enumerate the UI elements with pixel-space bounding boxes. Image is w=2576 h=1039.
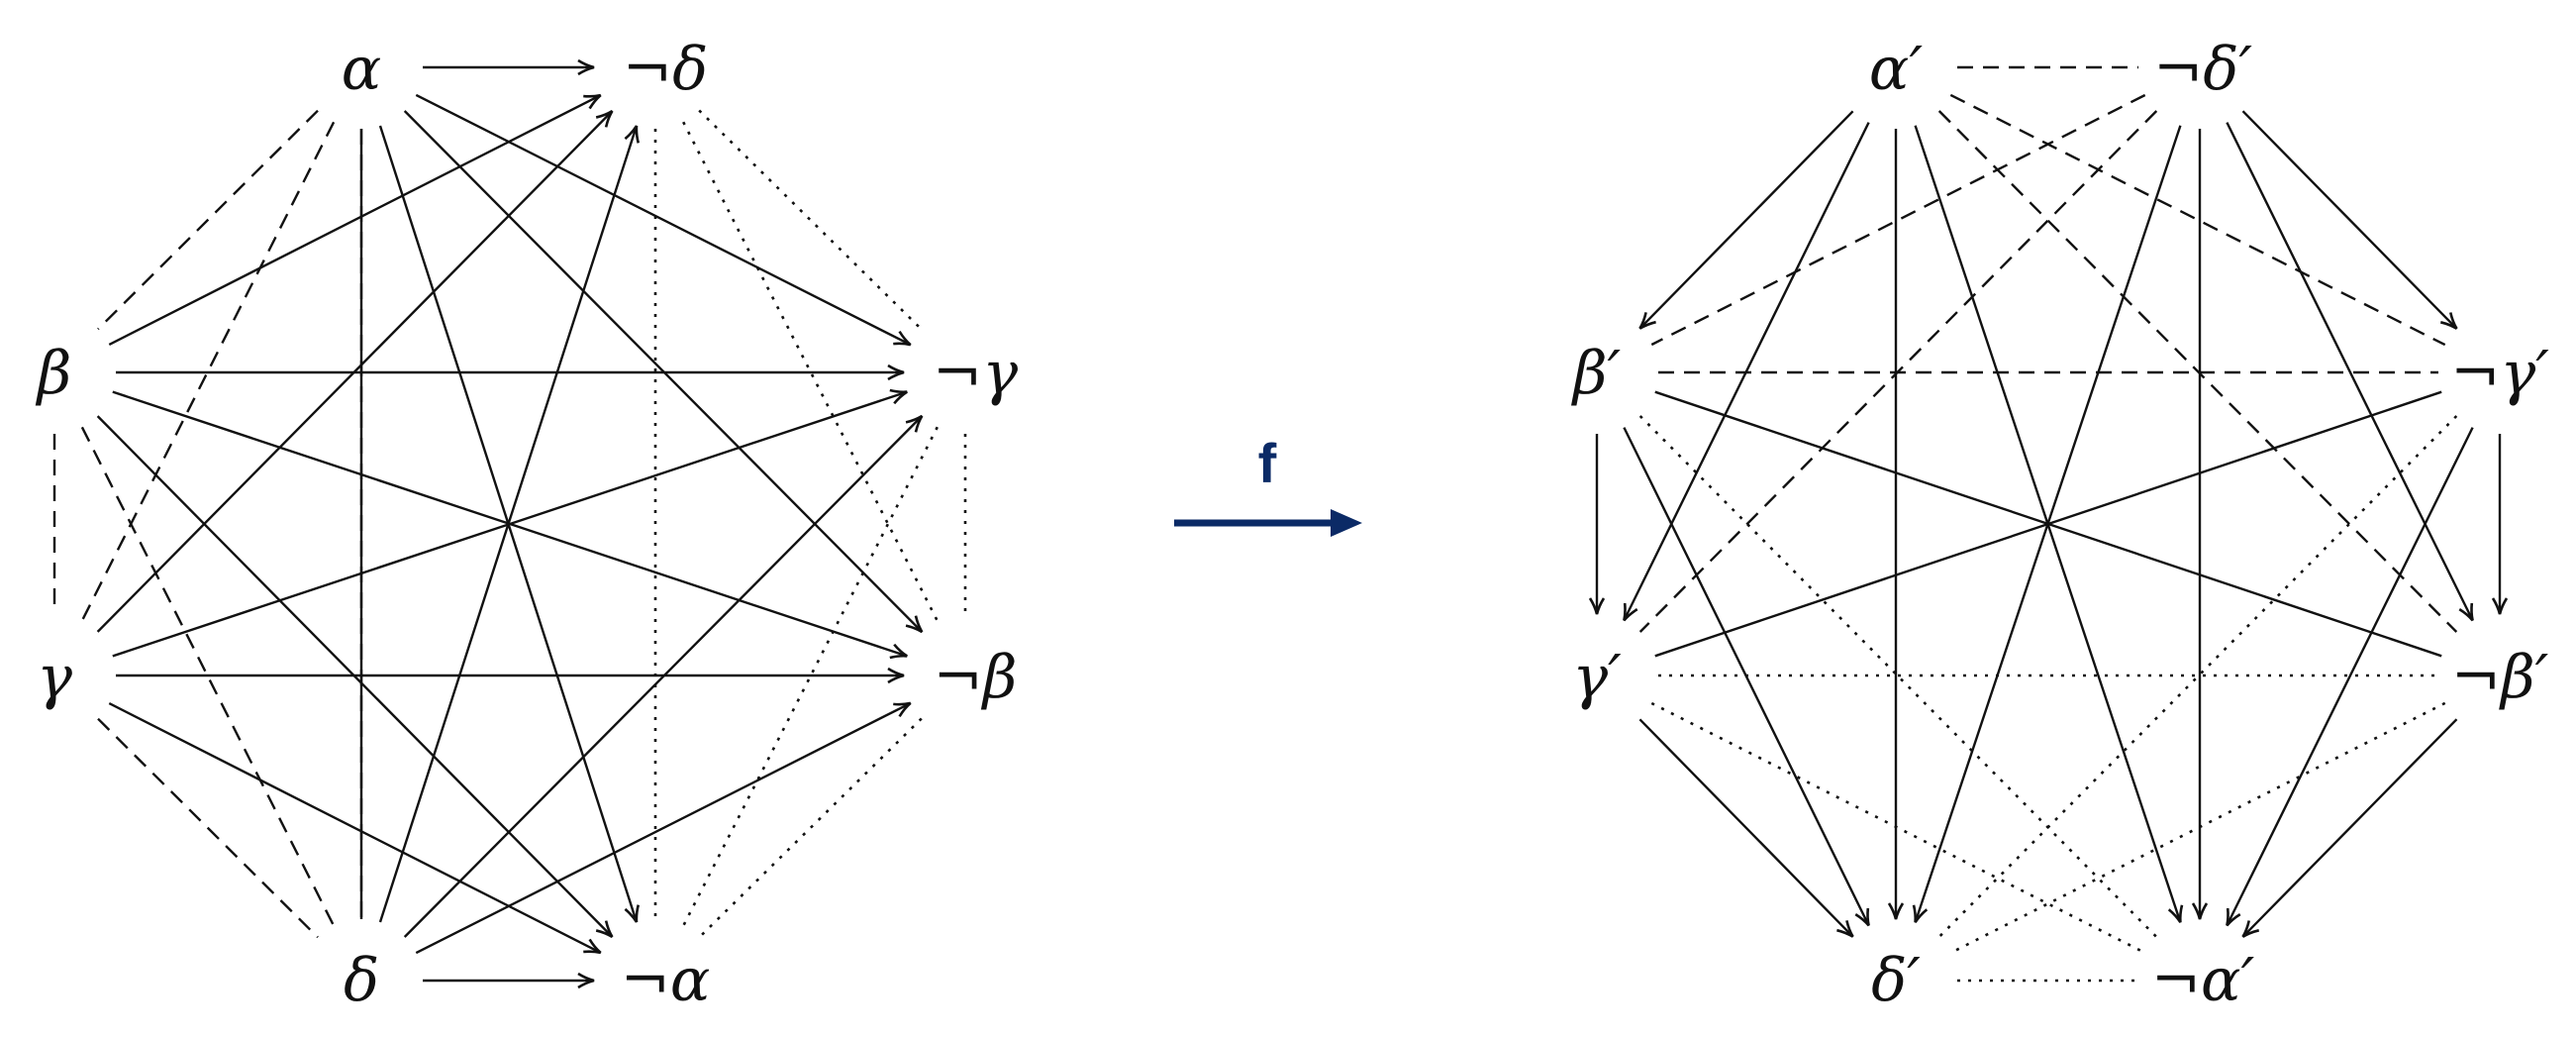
left-edge-b-nd-solid <box>108 93 602 346</box>
left-edge-g-d-dashed <box>97 717 319 939</box>
node-delta-prime: δ′ <box>1871 946 1921 1015</box>
right-edge-a-nb-dashed <box>1937 110 2458 633</box>
node-delta: δ <box>344 946 379 1015</box>
right-edge-ng-na-solid <box>2226 427 2474 927</box>
right-edge-nd-ng-solid <box>2241 110 2458 330</box>
node-not-gamma-prime: ¬γ′ <box>2450 339 2549 408</box>
right-edge-nb-na-solid <box>2241 718 2458 938</box>
node-not-delta: ¬δ <box>623 35 708 104</box>
right-graph-edges <box>1588 65 2509 983</box>
node-not-gamma: ¬γ <box>933 339 1018 408</box>
node-not-alpha: ¬α <box>621 946 711 1015</box>
node-not-alpha-prime: ¬α′ <box>2151 946 2255 1015</box>
right-edge-g-d-solid <box>1638 718 1854 938</box>
left-edge-b-d-dashed <box>80 426 336 927</box>
right-edge-g-na-dotted <box>1650 701 2146 955</box>
right-node-labels: α′ ¬δ′ β′ ¬γ′ γ′ ¬β′ δ′ ¬α′ <box>1571 35 2549 1015</box>
left-node-labels: α ¬δ β ¬γ γ ¬β δ ¬α <box>36 35 1019 1015</box>
transformation-arrow-head <box>1331 509 1362 537</box>
left-edge-a-b-dashed <box>97 109 319 331</box>
node-beta: β <box>36 339 72 408</box>
right-edge-nd-nb-solid <box>2226 122 2474 622</box>
node-gamma-prime: γ′ <box>1572 643 1622 712</box>
node-not-delta-prime: ¬δ′ <box>2153 35 2252 104</box>
right-edge-b-na-dotted <box>1638 415 2158 938</box>
left-graph-edges <box>52 58 967 989</box>
left-edge-a-g-dashed <box>80 121 336 622</box>
node-alpha-prime: α′ <box>1869 35 1924 104</box>
right-edge-g-ng-solid <box>1654 390 2442 658</box>
node-not-beta-prime: ¬β′ <box>2451 643 2549 712</box>
node-not-beta: ¬β <box>934 643 1018 712</box>
left-graph: α ¬δ β ¬γ γ ¬β δ ¬α <box>36 35 1019 1015</box>
right-edge-nd-b-dashed <box>1650 93 2146 347</box>
transformation-label: f <box>1258 432 1277 494</box>
right-edge-nb-d-dotted <box>1949 701 2446 955</box>
node-gamma: γ <box>37 643 72 712</box>
node-beta-prime: β′ <box>1571 339 1622 408</box>
right-edge-a-ng-dashed <box>1949 93 2446 347</box>
right-edge-a-b-solid <box>1638 110 1854 330</box>
left-edge-nb-na-dotted <box>698 717 923 939</box>
left-edge-d-nd-solid <box>378 125 641 923</box>
right-graph: α′ ¬δ′ β′ ¬γ′ γ′ ¬β′ δ′ ¬α′ <box>1571 35 2549 1015</box>
left-edge-g-nd-solid <box>96 109 614 633</box>
right-edge-ng-d-dotted <box>1937 415 2458 938</box>
left-edge-d-nb-solid <box>415 701 912 955</box>
left-edge-d-ng-solid <box>403 414 924 938</box>
transformation-arrow: f <box>1174 432 1362 537</box>
left-edge-g-ng-solid <box>112 388 908 658</box>
left-edge-a-ng-solid <box>415 93 912 347</box>
node-alpha: α <box>342 35 382 104</box>
left-edge-g-na-solid <box>108 702 602 955</box>
